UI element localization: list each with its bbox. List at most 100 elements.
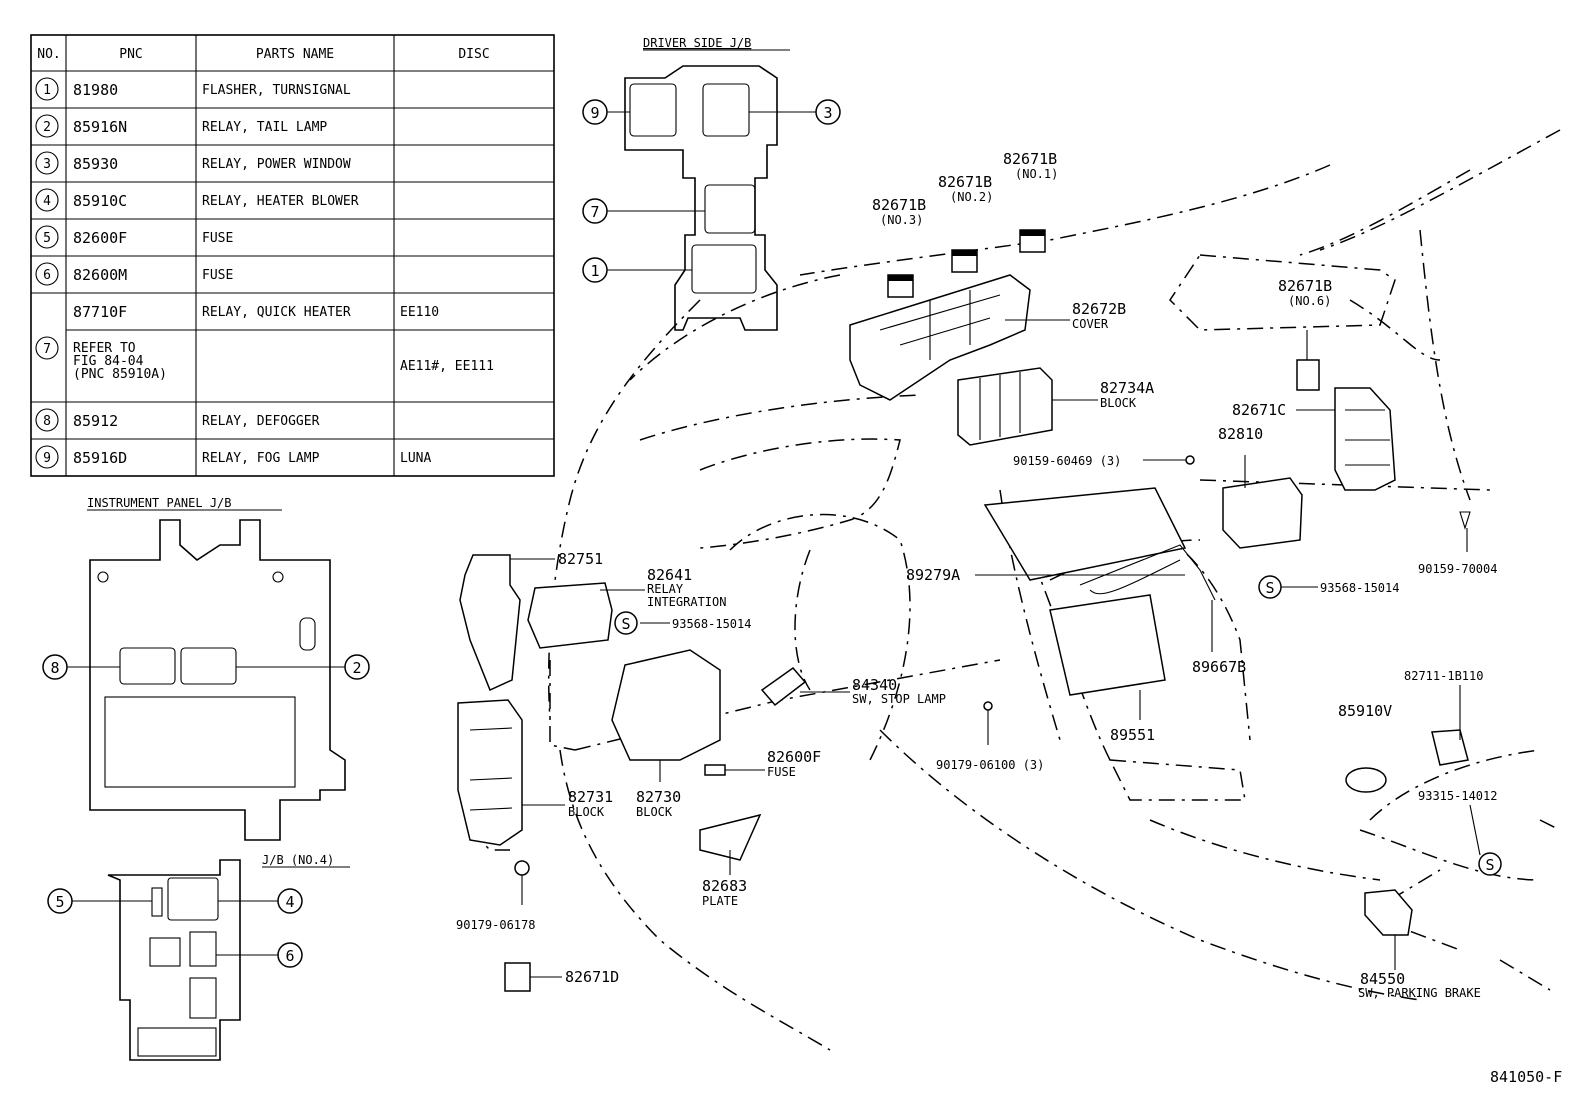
label-82671B-no6-sub: (NO.6)	[1288, 294, 1331, 308]
driver-side-jb: DRIVER SIDE J/B 9 3 7 1	[582, 36, 841, 331]
label-93568-right: 93568-15014	[1320, 581, 1399, 595]
label-89279A: 89279A	[906, 566, 960, 584]
table-row-no: 8	[43, 414, 51, 429]
table-header-no: NO.	[37, 47, 60, 62]
label-84550-sub: SW, PARKING BRAKE	[1358, 986, 1481, 1000]
label-82731: 82731	[568, 788, 613, 806]
label-82671B-no2-sub: (NO.2)	[950, 190, 993, 204]
callout-9: 9	[590, 104, 599, 122]
table-row-no: 4	[43, 194, 51, 209]
table-row-pnc: 85910C	[73, 192, 127, 210]
label-82671C: 82671C	[1232, 401, 1286, 419]
label-90159-70004: 90159-70004	[1418, 562, 1497, 576]
callout-4: 4	[285, 893, 294, 911]
table-row-name: FUSE	[202, 231, 233, 246]
table-row-disc: LUNA	[400, 451, 431, 466]
label-90179-06178: 90179-06178	[456, 918, 535, 932]
table-row-pnc: 85916D	[73, 449, 127, 467]
table-row-disc: AE11#, EE111	[400, 359, 494, 374]
instrument-panel-jb-title: INSTRUMENT PANEL J/B	[87, 496, 232, 510]
label-82751: 82751	[558, 550, 603, 568]
label-82671D: 82671D	[565, 968, 619, 986]
label-82810: 82810	[1218, 425, 1263, 443]
table-row-no: 5	[43, 231, 51, 246]
table-row-pnc: 85912	[73, 412, 118, 430]
callout-8: 8	[50, 659, 59, 677]
table-row-name: FUSE	[202, 268, 233, 283]
jb-no4-title: J/B (NO.4)	[262, 853, 334, 867]
table-row-name: FLASHER, TURNSIGNAL	[202, 83, 351, 98]
table-header-parts-name: PARTS NAME	[256, 47, 334, 62]
label-84340-sub: SW, STOP LAMP	[852, 692, 946, 706]
table-row-no: 6	[43, 268, 51, 283]
callout-2: 2	[352, 659, 361, 677]
label-82641-sub1: RELAY	[647, 582, 684, 596]
label-82734A: 82734A	[1100, 379, 1154, 397]
label-82672B-sub: COVER	[1072, 317, 1109, 331]
label-82671B-no3-sub: (NO.3)	[880, 213, 923, 227]
label-82641: 82641	[647, 566, 692, 584]
table-row-pnc: 82600M	[73, 266, 127, 284]
callout-s: S	[1485, 856, 1494, 874]
table-row-name: RELAY, POWER WINDOW	[202, 157, 351, 172]
jb-no4: J/B (NO.4) 5 4 6	[47, 853, 350, 1061]
table-row-no: 9	[43, 451, 51, 466]
label-84340: 84340	[852, 676, 897, 694]
label-84550: 84550	[1360, 970, 1405, 988]
label-82671B-no1-sub: (NO.1)	[1015, 167, 1058, 181]
label-93568-left: 93568-15014	[672, 617, 751, 631]
table-row-pnc: 85916N	[73, 118, 127, 136]
table-row-pnc: REFER TO	[73, 341, 136, 356]
label-85910V: 85910V	[1338, 702, 1392, 720]
label-82641-sub2: INTEGRATION	[647, 595, 726, 609]
table-row-disc: EE110	[400, 305, 439, 320]
table-row-pnc: 81980	[73, 81, 118, 99]
instrument-panel-jb: INSTRUMENT PANEL J/B 8 2	[42, 496, 370, 841]
label-82672B: 82672B	[1072, 300, 1126, 318]
label-82671B-no6: 82671B	[1278, 277, 1332, 295]
table-row-name: RELAY, DEFOGGER	[202, 414, 320, 429]
part-labels: 82671B (NO.3) 82671B (NO.2) 82671B (NO.1…	[456, 150, 1562, 1086]
callout-5: 5	[55, 893, 64, 911]
driver-side-jb-title: DRIVER SIDE J/B	[643, 36, 751, 50]
label-90179-06100: 90179-06100 (3)	[936, 758, 1044, 772]
figure-code: 841050-F	[1490, 1068, 1562, 1086]
label-82671B-no2: 82671B	[938, 173, 992, 191]
table-row-name: RELAY, FOG LAMP	[202, 451, 320, 466]
label-90159-60469: 90159-60469 (3)	[1013, 454, 1121, 468]
part-shapes	[457, 229, 1471, 992]
table-row-name: RELAY, HEATER BLOWER	[202, 194, 359, 209]
callout-6: 6	[285, 947, 294, 965]
label-89551: 89551	[1110, 726, 1155, 744]
table-row-no: 1	[43, 83, 51, 98]
label-82683: 82683	[702, 877, 747, 895]
label-89667B: 89667B	[1192, 658, 1246, 676]
label-82683-sub: PLATE	[702, 894, 738, 908]
table-row-no: 2	[43, 120, 51, 135]
callout-s: S	[621, 615, 630, 633]
label-93315: 93315-14012	[1418, 789, 1497, 803]
callout-s: S	[1265, 579, 1274, 597]
callout-3: 3	[823, 104, 832, 122]
label-82734A-sub: BLOCK	[1100, 396, 1137, 410]
label-82711: 82711-1B110	[1404, 669, 1483, 683]
leader-lines	[510, 319, 1481, 978]
parts-table: NO. PNC PARTS NAME DISC 1 81980 FLASHER,…	[30, 34, 555, 477]
table-row-pnc: (PNC 85910A)	[73, 367, 167, 382]
table-row-pnc: FIG 84-04	[73, 354, 144, 369]
table-row-no: 7	[43, 342, 51, 357]
table-row-name: RELAY, QUICK HEATER	[202, 305, 351, 320]
table-row-pnc: 85930	[73, 155, 118, 173]
callout-7: 7	[590, 203, 599, 221]
table-row-pnc: 87710F	[73, 303, 127, 321]
label-82731-sub: BLOCK	[568, 805, 605, 819]
table-row-pnc: 82600F	[73, 229, 127, 247]
table-row-name: RELAY, TAIL LAMP	[202, 120, 327, 135]
label-82730-sub: BLOCK	[636, 805, 673, 819]
label-82730: 82730	[636, 788, 681, 806]
label-82671B-no1: 82671B	[1003, 150, 1057, 168]
label-82671B-no3: 82671B	[872, 196, 926, 214]
label-82600F-sub: FUSE	[767, 765, 796, 779]
table-header-disc: DISC	[458, 47, 489, 62]
